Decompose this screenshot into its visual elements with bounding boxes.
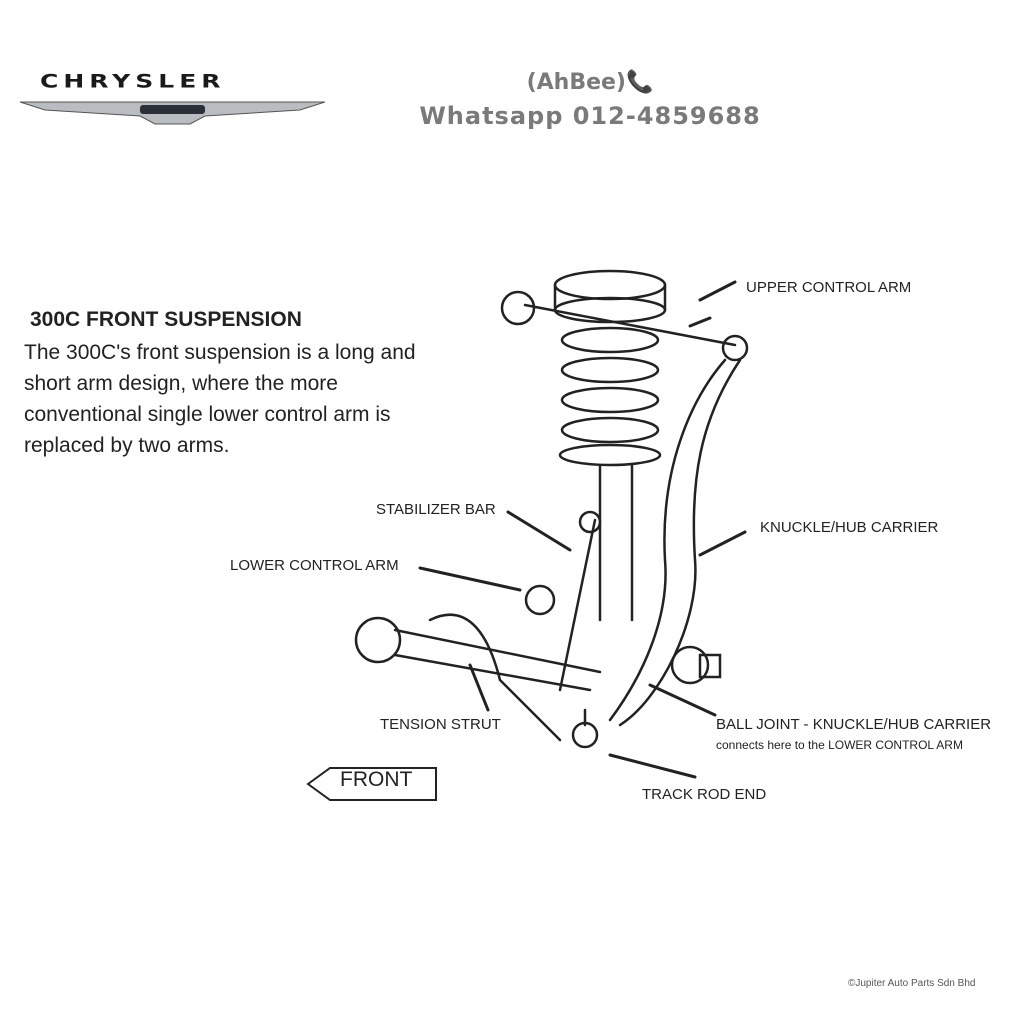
label-stabilizer-bar: STABILIZER BAR <box>376 501 496 518</box>
label-lower-control-arm: LOWER CONTROL ARM <box>230 557 399 574</box>
label-upper-control-arm: UPPER CONTROL ARM <box>746 279 912 296</box>
label-track-rod-end: TRACK ROD END <box>642 786 767 803</box>
front-arrow <box>306 767 437 801</box>
label-tension-strut: TENSION STRUT <box>380 716 501 733</box>
label-front: FRONT <box>340 768 413 791</box>
label-ball-joint: BALL JOINT - KNUCKLE/HUB CARRIER <box>716 716 992 733</box>
phone-icon: 📞 <box>626 70 654 95</box>
diagram-description: The 300C's front suspension is a long an… <box>24 341 416 457</box>
diagram-title: 300C FRONT SUSPENSION <box>30 308 302 331</box>
chrysler-wings-logo <box>19 101 326 125</box>
label-knuckle: KNUCKLE/HUB CARRIER <box>760 519 939 536</box>
contact-name: (AhBee)📞 <box>400 70 780 95</box>
contact-name-text: (AhBee) <box>526 70 626 95</box>
label-ball-joint-sub: connects here to the LOWER CONTROL ARM <box>716 738 963 752</box>
chrysler-logo-text: CHRYSLER <box>40 70 226 92</box>
whatsapp-number: Whatsapp 012-4859688 <box>419 102 761 130</box>
copyright: ©Jupiter Auto Parts Sdn Bhd <box>848 978 976 989</box>
